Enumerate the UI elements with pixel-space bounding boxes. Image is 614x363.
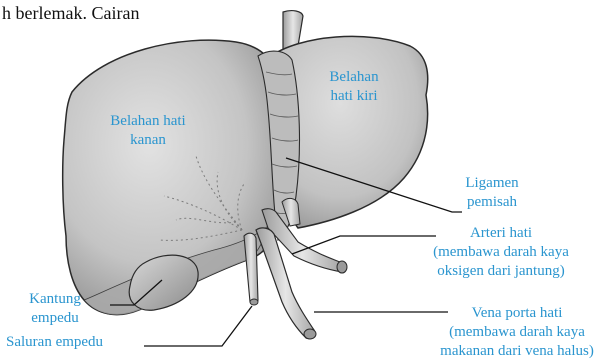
left-lobe-label-line2: hati kiri: [316, 87, 392, 106]
right-lobe-label-line2: kanan: [92, 131, 204, 150]
ligament-label-line1: Ligamen: [454, 174, 530, 193]
gallbladder-label-line1: Kantung: [2, 290, 108, 309]
ligament-label: Ligamen pemisah: [454, 174, 530, 212]
portal-vein-label-line1: Vena porta hati: [422, 304, 612, 323]
right-lobe-label: Belahan hati kanan: [92, 112, 204, 150]
gallbladder-label: Kantung empedu: [2, 290, 108, 328]
left-lobe-label: Belahan hati kiri: [316, 68, 392, 106]
bile-duct-label: Saluran empedu: [6, 333, 103, 352]
portal-vein-label-line3: makanan dari vena halus): [422, 342, 612, 361]
left-lobe-label-line1: Belahan: [316, 68, 392, 87]
hepatic-artery-label: Arteri hati (membawa darah kaya oksigen …: [414, 224, 588, 281]
hepatic-artery-label-line1: Arteri hati: [414, 224, 588, 243]
right-lobe-label-line1: Belahan hati: [92, 112, 204, 131]
hepatic-artery-label-line3: oksigen dari jantung): [414, 262, 588, 281]
header-text: h berlemak. Cairan: [2, 2, 139, 24]
gallbladder-label-line2: empedu: [2, 309, 108, 328]
ligament-label-line2: pemisah: [454, 193, 530, 212]
portal-vein-label-line2: (membawa darah kaya: [422, 323, 612, 342]
bile-duct-vessel: [244, 233, 258, 304]
hepatic-artery-label-line2: (membawa darah kaya: [414, 243, 588, 262]
portal-vein-label: Vena porta hati (membawa darah kaya maka…: [422, 304, 612, 361]
